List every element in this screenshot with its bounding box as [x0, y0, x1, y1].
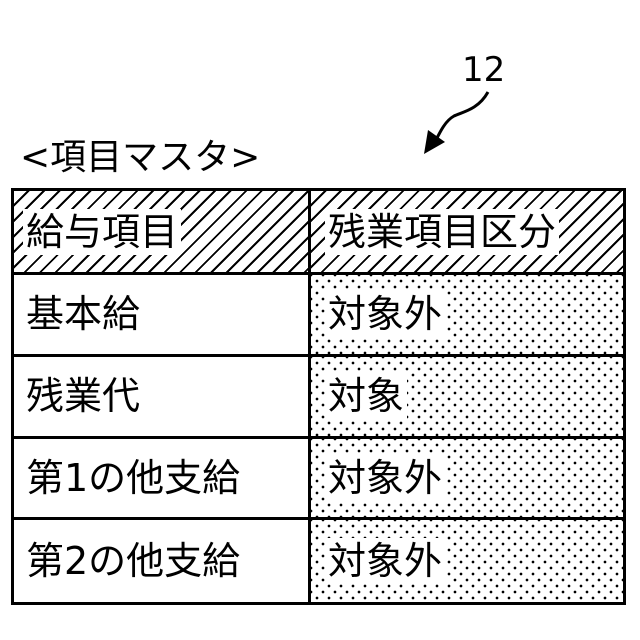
header-cell-overtime-category: 残業項目区分: [311, 191, 623, 275]
salary-item-cell: 残業代: [14, 357, 311, 439]
reference-numeral: 12: [462, 50, 505, 90]
cell-text: 対象外: [325, 291, 445, 337]
cell-text: 対象外: [325, 538, 445, 584]
salary-item-cell: 第2の他支給: [14, 520, 311, 602]
table-title: <項目マスタ>: [20, 136, 260, 180]
header-label: 残業項目区分: [325, 209, 559, 255]
cell-text: 残業代: [23, 373, 143, 419]
header-label: 給与項目: [23, 209, 181, 255]
overtime-category-cell: 対象: [311, 357, 623, 439]
cell-text: 第1の他支給: [23, 455, 243, 501]
cell-text: 対象外: [325, 455, 445, 501]
cell-text: 第2の他支給: [23, 538, 243, 584]
item-master-table: 給与項目 残業項目区分 基本給 対象外 残業代 対象 第1の他支給: [11, 188, 626, 605]
salary-item-cell: 基本給: [14, 275, 311, 357]
salary-item-cell: 第1の他支給: [14, 439, 311, 521]
overtime-category-cell: 対象外: [311, 275, 623, 357]
cell-text: 基本給: [23, 291, 143, 337]
overtime-category-cell: 対象外: [311, 520, 623, 602]
cell-text: 対象: [325, 373, 407, 419]
overtime-category-cell: 対象外: [311, 439, 623, 521]
header-cell-salary-item: 給与項目: [14, 191, 311, 275]
